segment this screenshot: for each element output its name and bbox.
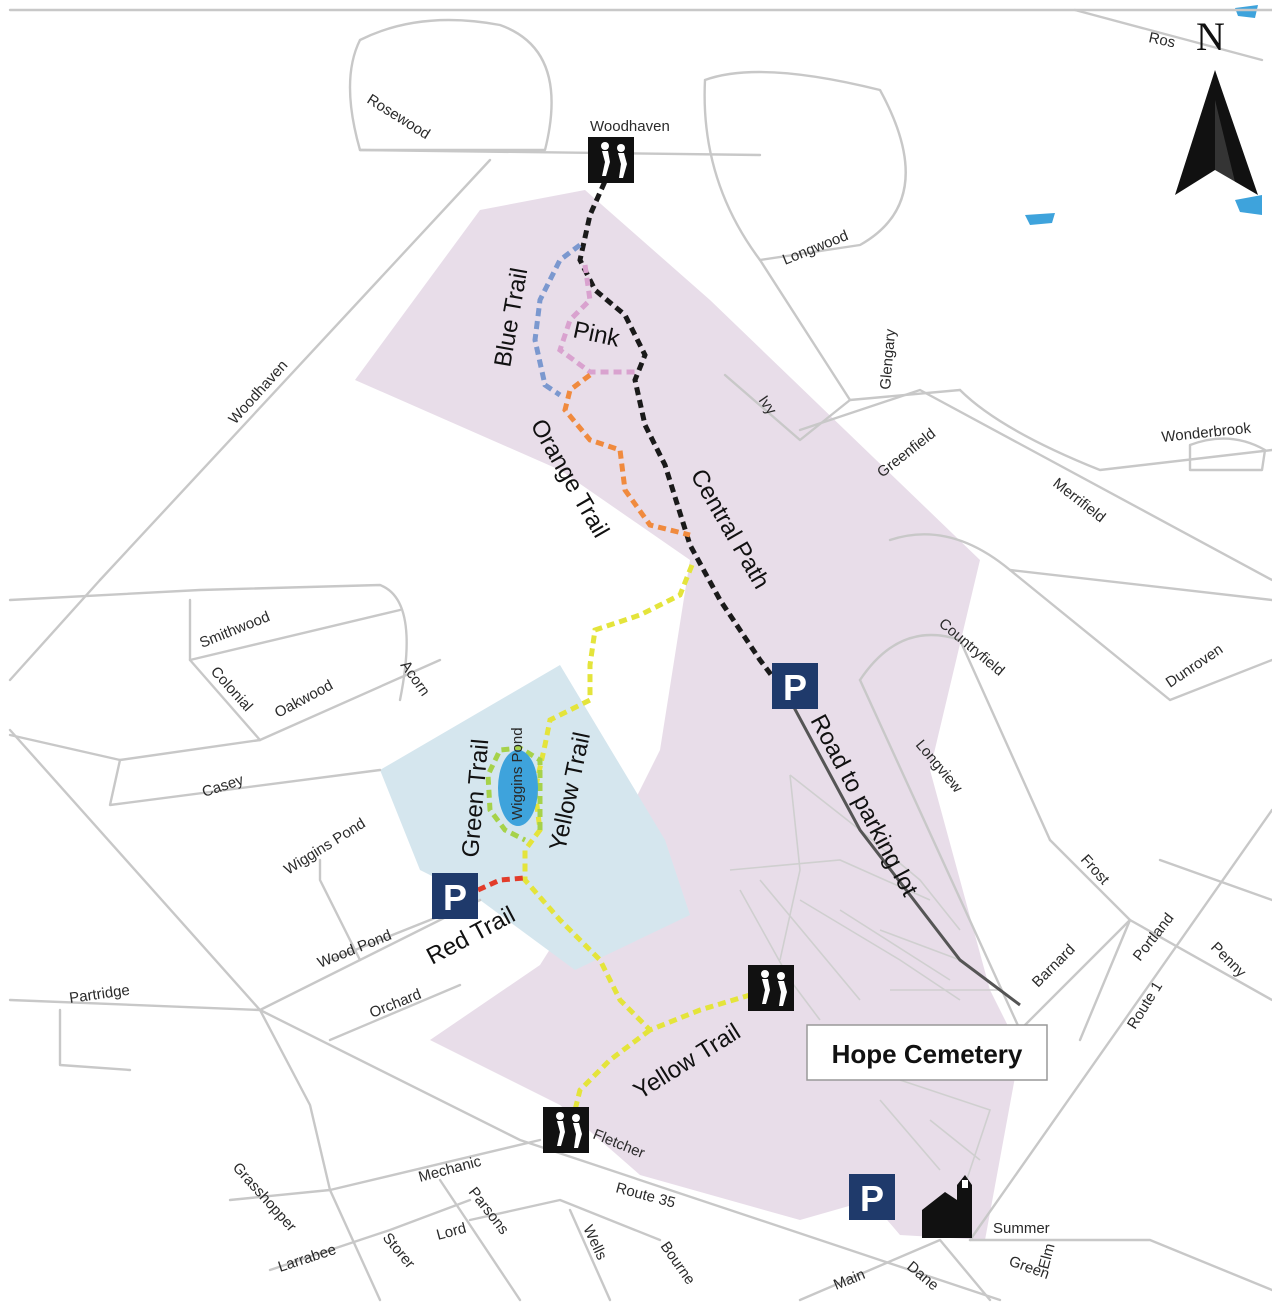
parking-letter: P	[783, 667, 807, 708]
street-woodhaven-top: Woodhaven	[590, 118, 670, 135]
parking-icon	[772, 663, 818, 709]
street-glengary: Glengary	[877, 328, 899, 391]
water-body	[1235, 195, 1262, 215]
trailhead-fletcher	[543, 1107, 589, 1153]
street-dane: Dane	[903, 1258, 941, 1294]
street-summer: Summer	[993, 1220, 1050, 1237]
green-trail	[485, 745, 543, 843]
central-path-trail	[577, 168, 792, 702]
street-larrabee: Larrabee	[276, 1241, 338, 1276]
red-trail	[476, 875, 526, 893]
pink-trail	[557, 264, 635, 375]
hiker-icon	[601, 142, 627, 178]
church-icon	[922, 1175, 972, 1238]
street-greenfield: Greenfield	[874, 425, 939, 481]
street-merrifield: Merrifield	[1050, 475, 1109, 526]
street-wiggins-pond: Wiggins Pond	[281, 815, 369, 878]
parking-icon	[849, 1174, 895, 1220]
road-network	[8, 8, 1272, 1302]
street-mechanic: Mechanic	[417, 1153, 484, 1186]
parking-church: P	[849, 1174, 895, 1220]
street-storer: Storer	[379, 1230, 418, 1272]
cemetery-label-box: Hope Cemetery	[806, 1024, 1048, 1081]
access-road	[788, 699, 1021, 1007]
pond-label: Wiggins Pond	[509, 727, 526, 820]
street-oakwood: Oakwood	[272, 677, 336, 722]
park-area	[355, 190, 1020, 1240]
street-route35: Route 35	[614, 1179, 677, 1211]
hiker-icon	[761, 970, 787, 1006]
street-wonderbrook: Wonderbrook	[1161, 420, 1253, 446]
street-lord: Lord	[435, 1220, 468, 1244]
street-smithwood: Smithwood	[197, 608, 272, 652]
pond-area	[380, 665, 690, 970]
street-barnard: Barnard	[1029, 941, 1079, 991]
cemetery-paths	[729, 774, 1000, 1201]
street-casey: Casey	[200, 771, 246, 800]
street-grasshopper: Grasshopper	[229, 1159, 300, 1235]
orange-trail	[562, 373, 691, 538]
street-elm: Elm	[1035, 1242, 1058, 1271]
water-body	[1235, 5, 1258, 18]
street-frost: Frost	[1077, 851, 1113, 888]
wiggins-pond	[498, 750, 538, 826]
trailhead-yellow	[748, 965, 794, 1011]
yellow-trail-south	[572, 1028, 652, 1111]
north-arrow-icon: N	[1175, 14, 1258, 195]
street-route1: Route 1	[1124, 979, 1166, 1033]
street-main: Main	[831, 1266, 868, 1294]
water-body	[1025, 213, 1055, 225]
street-orchard: Orchard	[367, 986, 424, 1022]
hiker-icon	[556, 1112, 582, 1148]
parking-icon	[432, 873, 478, 919]
parking-letter: P	[860, 1178, 884, 1219]
street-woodhaven-left: Woodhaven	[225, 357, 291, 428]
street-dunroven: Dunroven	[1163, 641, 1226, 691]
blue-trail	[532, 243, 582, 398]
street-rosewood: Rosewood	[364, 91, 433, 143]
parking-red-trail: P	[432, 873, 478, 919]
trailhead-woodhaven	[588, 137, 634, 183]
cemetery-label: Hope Cemetery	[832, 1039, 1023, 1069]
parking-letter: P	[443, 877, 467, 918]
street-ros: Ros	[1147, 29, 1177, 51]
street-bourne: Bourne	[657, 1239, 699, 1288]
north-letter: N	[1196, 14, 1225, 59]
parking-central: P	[772, 663, 818, 709]
